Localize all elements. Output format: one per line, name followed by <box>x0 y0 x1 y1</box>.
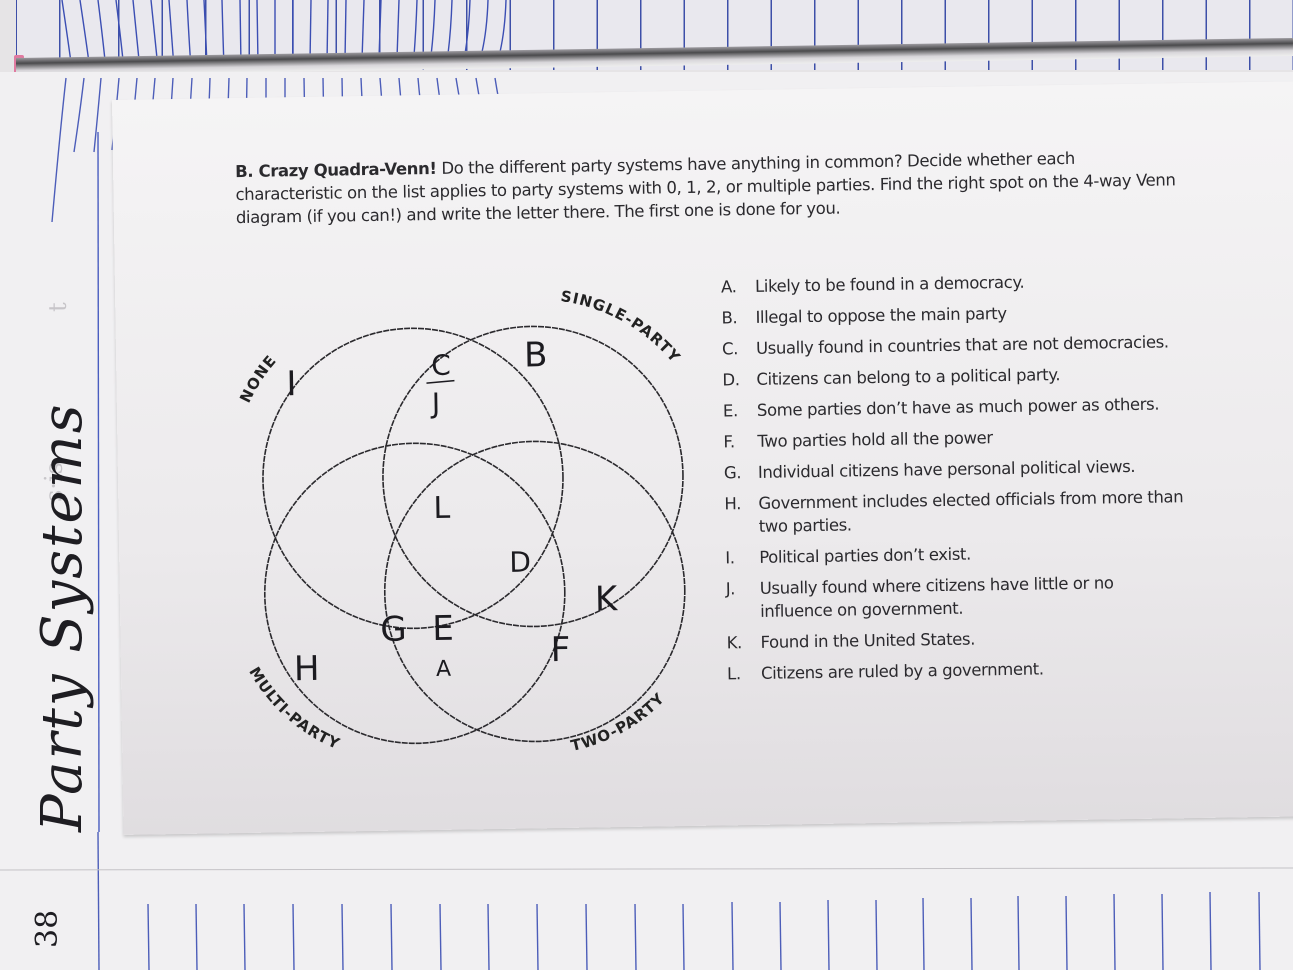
venn-letter-b: B <box>524 335 548 375</box>
venn-letter-l: L <box>433 491 451 526</box>
venn-letter-d: D <box>509 545 531 578</box>
venn-letter-a: A <box>436 657 451 682</box>
venn-letter-f: F <box>550 630 570 670</box>
venn-circle-single-party <box>382 325 684 628</box>
list-item: L.Citizens are ruled by a government. <box>726 659 1044 684</box>
handwritten-page-title: Party Systems <box>30 402 95 832</box>
list-item: D.Citizens can belong to a political par… <box>722 365 1061 390</box>
set-label-none: NONE <box>235 351 280 406</box>
list-item: A.Likely to be found in a democracy. <box>720 272 1025 297</box>
venn-letter-g: G <box>380 609 407 649</box>
venn-letter-i: I <box>286 364 297 404</box>
characteristics-list: A.Likely to be found in a democracy. B.I… <box>721 268 1188 693</box>
venn-letter-e: E <box>432 609 454 649</box>
worksheet: B. Crazy Quadra-Venn! Do the different p… <box>112 81 1293 835</box>
instructions: B. Crazy Quadra-Venn! Do the different p… <box>235 145 1186 229</box>
venn-letter-c: C <box>431 349 451 382</box>
venn-diagram: NONE SINGLE-PARTY MULTI-PARTY TWO-PARTY … <box>235 285 686 755</box>
list-item: G.Individual citizens have personal poli… <box>723 456 1136 483</box>
section-heading: B. Crazy Quadra-Venn! <box>234 158 437 182</box>
venn-circle-two-party <box>383 440 686 743</box>
list-item: J.Usually found where citizens have litt… <box>725 573 1114 621</box>
list-item: C.Usually found in countries that are no… <box>721 332 1169 359</box>
list-item: K.Found in the United States. <box>726 629 976 653</box>
venn-letter-j: J <box>430 387 441 420</box>
set-label-two-party: TWO-PARTY <box>568 689 669 755</box>
list-item: F.Two parties hold all the power <box>723 428 993 452</box>
list-item: E.Some parties don’t have as much power … <box>722 394 1160 421</box>
list-item: I.Political parties don’t exist. <box>725 544 972 568</box>
venn-circle-multi-party <box>263 442 566 745</box>
list-item: B.Illegal to oppose the main party <box>721 303 1007 328</box>
set-label-single-party: SINGLE-PARTY <box>559 285 684 368</box>
venn-letter-h: H <box>294 649 320 689</box>
list-item: H.Government includes elected officials … <box>724 487 1184 536</box>
venn-circle-none <box>262 327 564 630</box>
venn-letter-k: K <box>595 579 620 619</box>
bleed-through-text: t <box>44 302 72 312</box>
handwritten-page-number: 38 <box>30 909 65 948</box>
